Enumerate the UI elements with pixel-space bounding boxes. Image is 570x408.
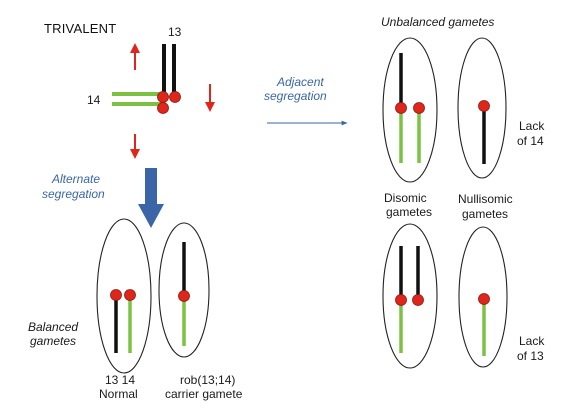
red-arrow-right-down <box>205 84 215 112</box>
disomic-label-line2: gametes <box>386 205 432 219</box>
red-arrow-up <box>130 43 140 70</box>
alternate-label-line1: Alternate <box>51 172 100 186</box>
balanced-heading-line2: gametes <box>30 334 76 348</box>
lack-13-line1: Lack <box>519 334 545 348</box>
nullisomic-label-line1: Nullisomic <box>458 192 513 206</box>
chromosome-14-label: 14 <box>87 93 101 107</box>
normal-label-line2: Normal <box>99 387 138 401</box>
gamete-nullisomic-bottom <box>458 226 508 368</box>
rob-carrier-label-line2: carrier gamete <box>165 387 243 401</box>
gamete-disomic-top <box>382 37 438 183</box>
chromosome-13-label: 13 <box>168 25 182 39</box>
trivalent-centromere-2 <box>169 91 181 103</box>
gamete-nullisomic-top <box>457 37 507 179</box>
trivalent-centromere-3 <box>157 102 169 114</box>
nullisomic-label-line2: gametes <box>462 207 508 221</box>
red-arrow-left-down <box>130 134 140 159</box>
alternate-blue-arrow <box>138 168 164 228</box>
normal-label-line1: 13 14 <box>105 373 135 387</box>
gamete-disomic-bottom <box>382 223 438 369</box>
adjacent-label-line2: segregation <box>264 89 327 103</box>
trivalent-group <box>112 44 181 114</box>
rob-carrier-label-line1: rob(13;14) <box>180 373 235 387</box>
alternate-label-line2: segregation <box>42 187 105 201</box>
gamete-normal <box>96 218 152 374</box>
lack-13-line2: of 13 <box>517 349 544 363</box>
lack-14-line1: Lack <box>519 119 545 133</box>
adjacent-label-line1: Adjacent <box>276 75 324 89</box>
trivalent-centromere-1 <box>157 91 169 103</box>
balanced-heading-line1: Balanced <box>28 320 78 334</box>
disomic-label-line1: Disomic <box>384 191 427 205</box>
gamete-rob-carrier <box>158 222 210 358</box>
lack-14-line2: of 14 <box>517 134 544 148</box>
trivalent-title: TRIVALENT <box>44 21 116 36</box>
unbalanced-heading: Unbalanced gametes <box>381 15 494 29</box>
